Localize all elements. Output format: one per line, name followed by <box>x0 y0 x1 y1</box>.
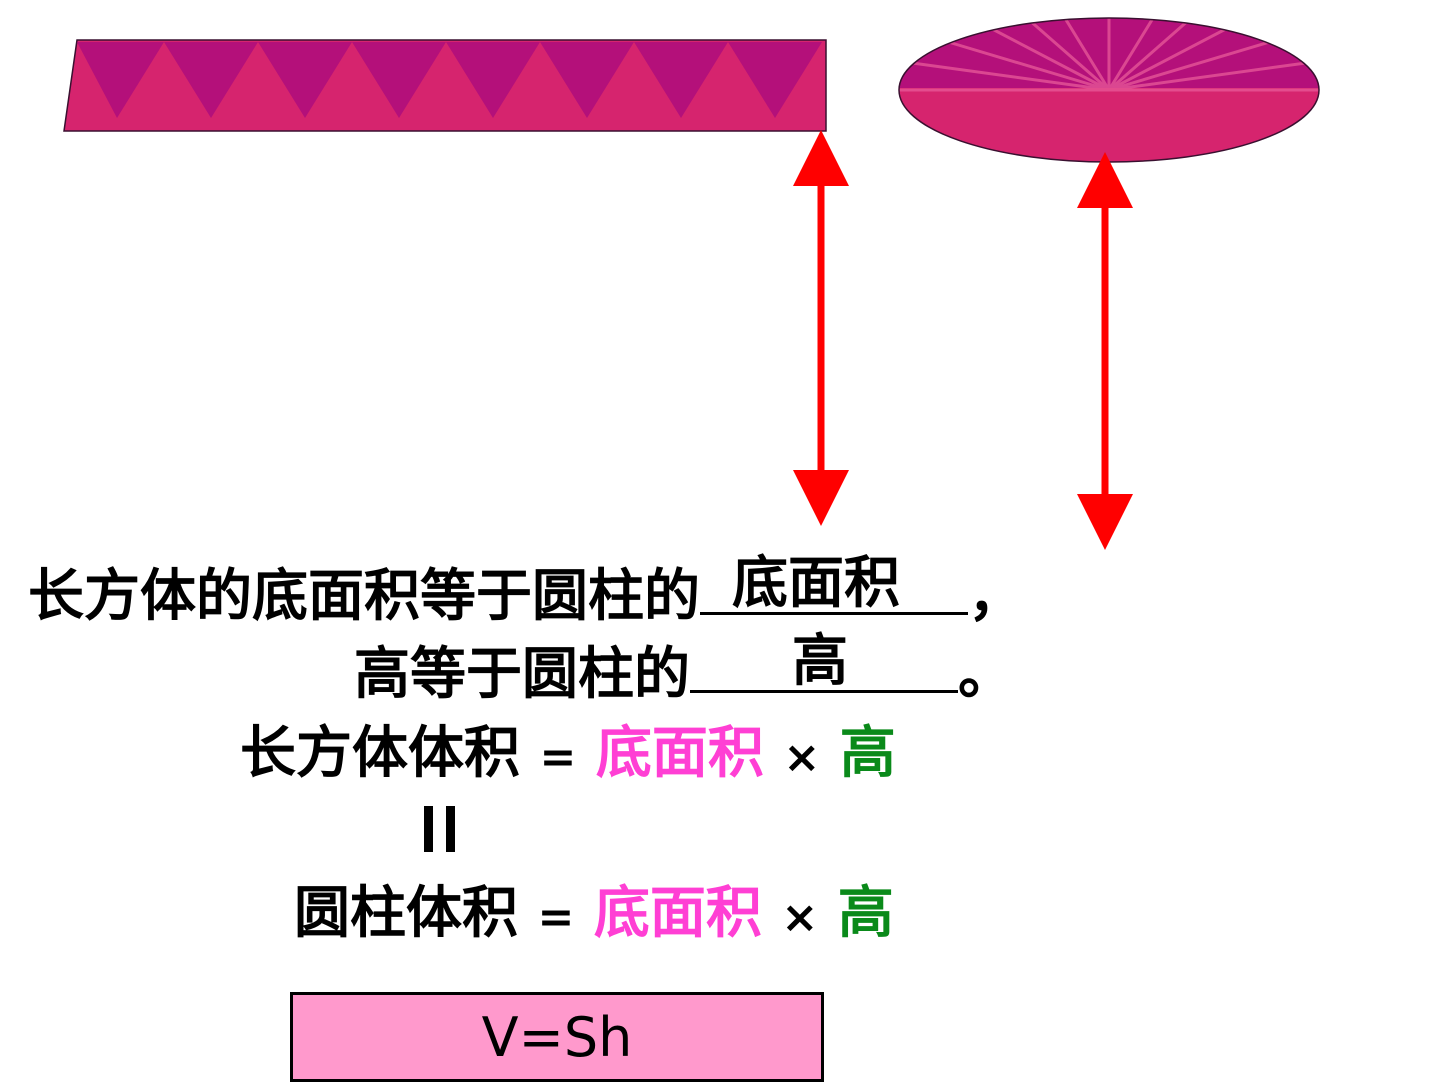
formula-cuboid-base-area: 底面积 <box>595 721 764 786</box>
sentence-height: 高等于圆柱的高。 <box>354 634 1014 707</box>
formula-box-text: V=Sh <box>481 1005 633 1069</box>
formula-cuboid-lhs: 长方体体积 <box>240 721 520 786</box>
sentence-base-area-prefix: 长方体的底面积等于圆柱的 <box>28 564 700 629</box>
formula-cylinder-height: 高 <box>837 881 894 946</box>
formula-cuboid-height: 高 <box>839 721 896 786</box>
formula-cylinder-equals: = <box>537 892 575 943</box>
formula-cylinder-lhs: 圆柱体积 <box>294 881 518 946</box>
answer-base-area: 底面积 <box>732 551 900 616</box>
answer-blank-base-area: 底面积 <box>700 556 968 615</box>
answer-blank-height: 高 <box>690 634 958 693</box>
sentence-base-area-suffix: ， <box>968 564 1024 629</box>
cuboid-slab-teeth <box>77 42 822 118</box>
cylinder-disc <box>898 17 1320 163</box>
formula-cuboid: 长方体体积 = 底面积 × 高 <box>240 722 896 790</box>
cylinder-disc-sectors <box>899 18 1319 92</box>
cuboid-slab <box>63 39 827 132</box>
sentence-height-suffix: 。 <box>958 642 1014 707</box>
formula-cuboid-equals: = <box>539 732 577 783</box>
answer-height: 高 <box>792 629 848 694</box>
sentence-base-area: 长方体的底面积等于圆柱的底面积， <box>28 556 1024 629</box>
formula-cylinder: 圆柱体积 = 底面积 × 高 <box>294 882 894 950</box>
sentence-height-prefix: 高等于圆柱的 <box>354 642 690 707</box>
formula-cylinder-times: × <box>781 892 819 943</box>
equals-vertical-sign <box>424 806 458 854</box>
formula-cuboid-times: × <box>783 732 821 783</box>
formula-cylinder-base-area: 底面积 <box>593 881 762 946</box>
formula-box: V=Sh <box>290 992 824 1082</box>
